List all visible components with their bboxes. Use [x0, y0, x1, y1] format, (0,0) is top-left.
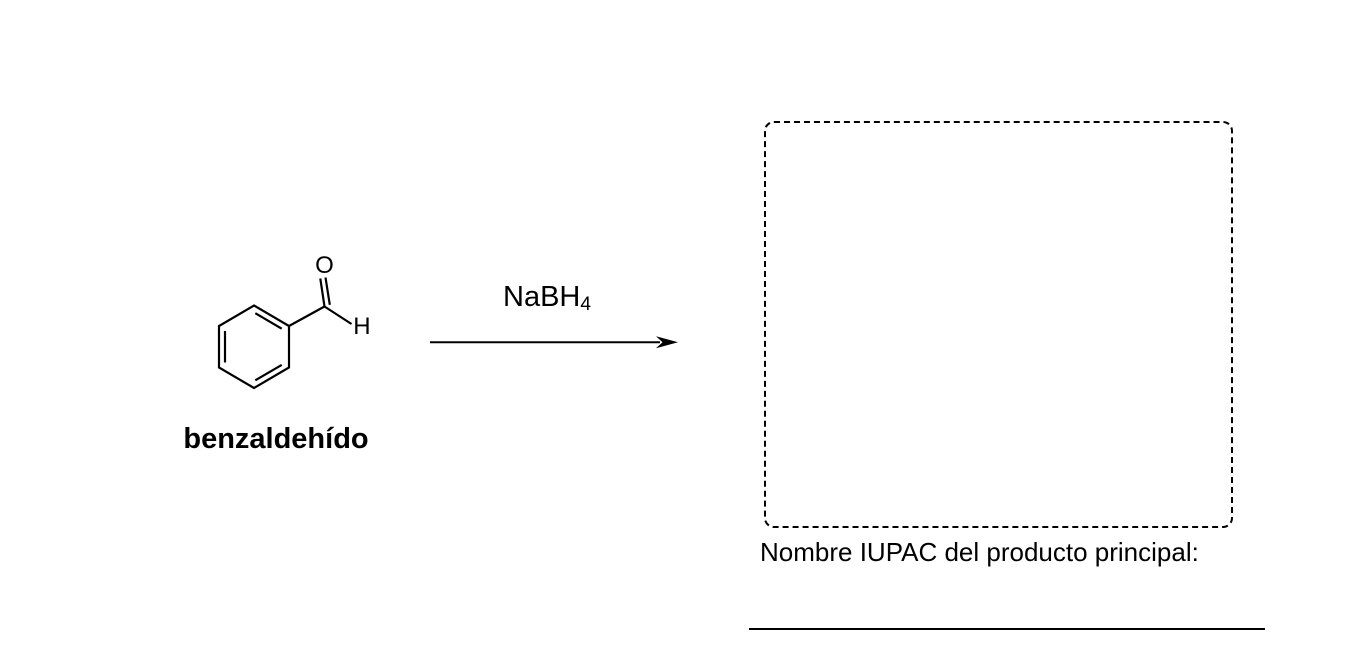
- carbonyl-to-hydrogen-bond: [323, 305, 353, 325]
- reagent-formula-subscript: 4: [580, 294, 591, 316]
- reagent-label: NaBH4: [503, 281, 591, 316]
- benzaldehyde-structure: [217, 277, 353, 390]
- benzene-ring-outline: [217, 304, 291, 390]
- ring-double-bond-top-right: [254, 312, 283, 330]
- ring-double-bond-bottom-right: [254, 363, 283, 382]
- benzene-ring: [217, 304, 291, 390]
- reactant-name-label: benzaldehído: [183, 423, 369, 455]
- reaction-arrow-head-icon: [656, 336, 678, 349]
- oxygen-atom-label: O: [315, 252, 334, 279]
- ring-to-carbonyl-bond: [288, 305, 326, 327]
- hydrogen-atom-label: H: [353, 313, 371, 341]
- reagent-formula-main: NaBH: [503, 281, 581, 313]
- answer-prompt-label: Nombre IUPAC del producto principal:: [760, 537, 1199, 567]
- reaction-arrow: [430, 336, 678, 349]
- aldehyde-group-bonds: [288, 277, 353, 327]
- product-drawing-area[interactable]: [764, 121, 1233, 528]
- answer-blank-line[interactable]: [749, 628, 1265, 630]
- carbonyl-double-bond-line-1: [319, 278, 326, 307]
- carbonyl-double-bond-line-2: [324, 277, 331, 305]
